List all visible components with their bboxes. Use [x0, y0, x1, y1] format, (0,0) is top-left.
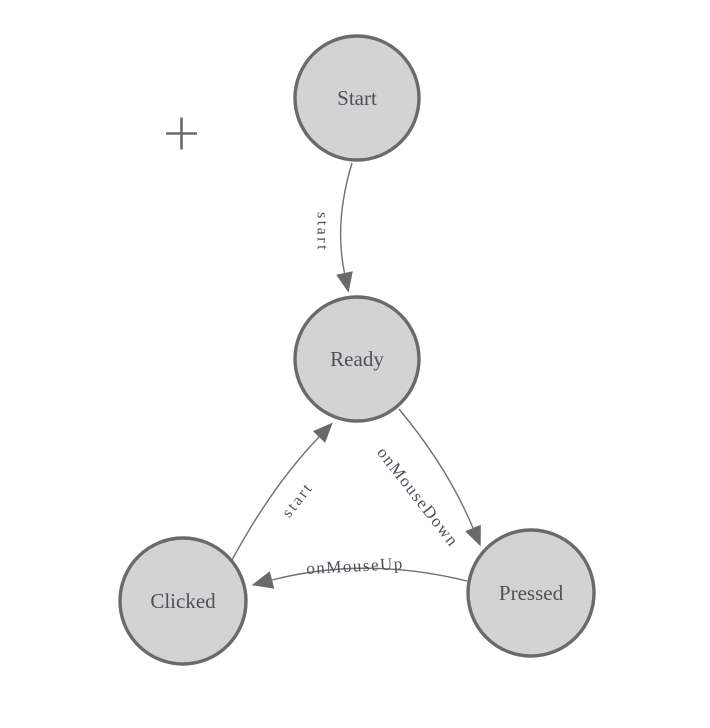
arrowhead-icon[interactable] — [465, 524, 481, 547]
node-circle[interactable] — [293, 34, 421, 162]
arrowhead-icon[interactable] — [251, 571, 275, 589]
state-node-start[interactable]: Start — [293, 34, 421, 162]
node-label: Ready — [330, 347, 384, 371]
edge-label: onMouseDown — [373, 443, 463, 550]
node-circle[interactable] — [293, 295, 421, 423]
edge-path[interactable] — [339, 162, 353, 274]
edge-label: start — [279, 479, 317, 521]
transition-edge-start-to-ready[interactable]: start — [314, 162, 353, 293]
node-label: Start — [337, 86, 377, 110]
edge-path[interactable] — [231, 436, 320, 561]
arrowhead-icon[interactable] — [312, 422, 333, 443]
node-circle[interactable] — [466, 528, 596, 658]
state-node-pressed[interactable]: Pressed — [466, 528, 596, 658]
transition-edge-clicked-to-ready[interactable]: start — [231, 422, 333, 561]
node-label: Pressed — [499, 581, 564, 605]
edge-label: onMouseUp — [306, 554, 404, 578]
edge-label: start — [314, 212, 331, 252]
transition-edge-pressed-to-clicked[interactable]: onMouseUp — [251, 554, 468, 589]
edge-path[interactable] — [271, 567, 468, 582]
plus-crosshair-icon[interactable] — [166, 117, 197, 150]
transition-edge-ready-to-pressed[interactable]: onMouseDown — [373, 408, 481, 551]
arrowhead-icon[interactable] — [336, 271, 353, 293]
edge-path[interactable] — [398, 408, 474, 529]
state-node-clicked[interactable]: Clicked — [118, 536, 248, 666]
state-node-ready[interactable]: Ready — [293, 295, 421, 423]
node-circle[interactable] — [118, 536, 248, 666]
node-label: Clicked — [150, 589, 216, 613]
